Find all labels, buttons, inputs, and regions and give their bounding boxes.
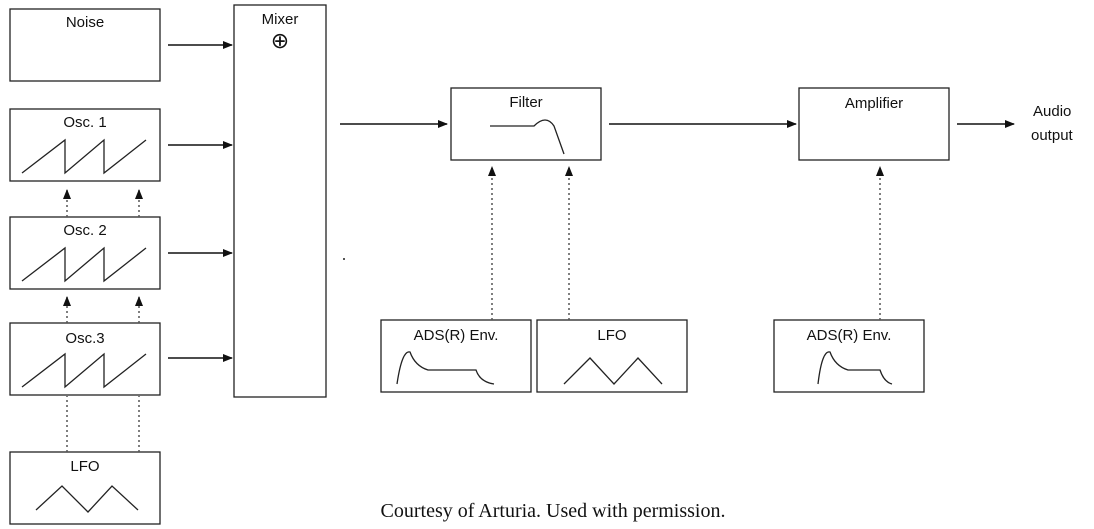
modulation-lines [488,166,884,320]
osc-modulation-lines [63,189,143,452]
sum-icon: ⊕ [271,28,289,53]
osc2-block: Osc. 2 [9,216,161,290]
envelope-curve-icon [817,351,893,385]
mixer-input-arrows [168,41,233,362]
filter-lfo-block: LFO [536,319,688,393]
filter-label: Filter [509,94,542,111]
output-label-line2: output [1031,127,1074,144]
lowpass-curve-icon [490,119,565,155]
osc1-block: Osc. 1 [9,108,161,182]
amp-envelope-label: ADS(R) Env. [807,327,892,344]
filter-envelope-block: ADS(R) Env. [380,319,532,393]
triangle-wave-icon [563,357,663,385]
sawtooth-wave-icon [21,246,147,283]
noise-block: Noise [9,8,161,82]
amplifier-label: Amplifier [845,95,903,112]
osc2-label: Osc. 2 [63,222,106,239]
noise-label: Noise [66,14,104,31]
filter-block: Filter [450,87,602,161]
filter-envelope-label: ADS(R) Env. [414,327,499,344]
sawtooth-wave-icon [21,352,147,389]
lfo-osc-block: LFO [9,451,161,525]
amplifier-block: Amplifier [798,87,950,161]
filter-lfo-label: LFO [597,327,626,344]
osc3-block: Osc.3 [9,322,161,396]
osc1-label: Osc. 1 [63,114,106,131]
osc3-label: Osc.3 [65,330,104,347]
output-label-line1: Audio [1033,103,1071,120]
credit-text: Courtesy of Arturia. Used with permissio… [381,500,726,522]
stray-dot [343,258,345,260]
mixer-block: Mixer ⊕ [233,4,327,398]
lfo-osc-label: LFO [70,458,99,475]
envelope-curve-icon [396,351,495,385]
mixer-label: Mixer [262,11,299,28]
triangle-wave-icon [35,485,139,513]
sawtooth-wave-icon [21,138,147,175]
amp-envelope-block: ADS(R) Env. [773,319,925,393]
